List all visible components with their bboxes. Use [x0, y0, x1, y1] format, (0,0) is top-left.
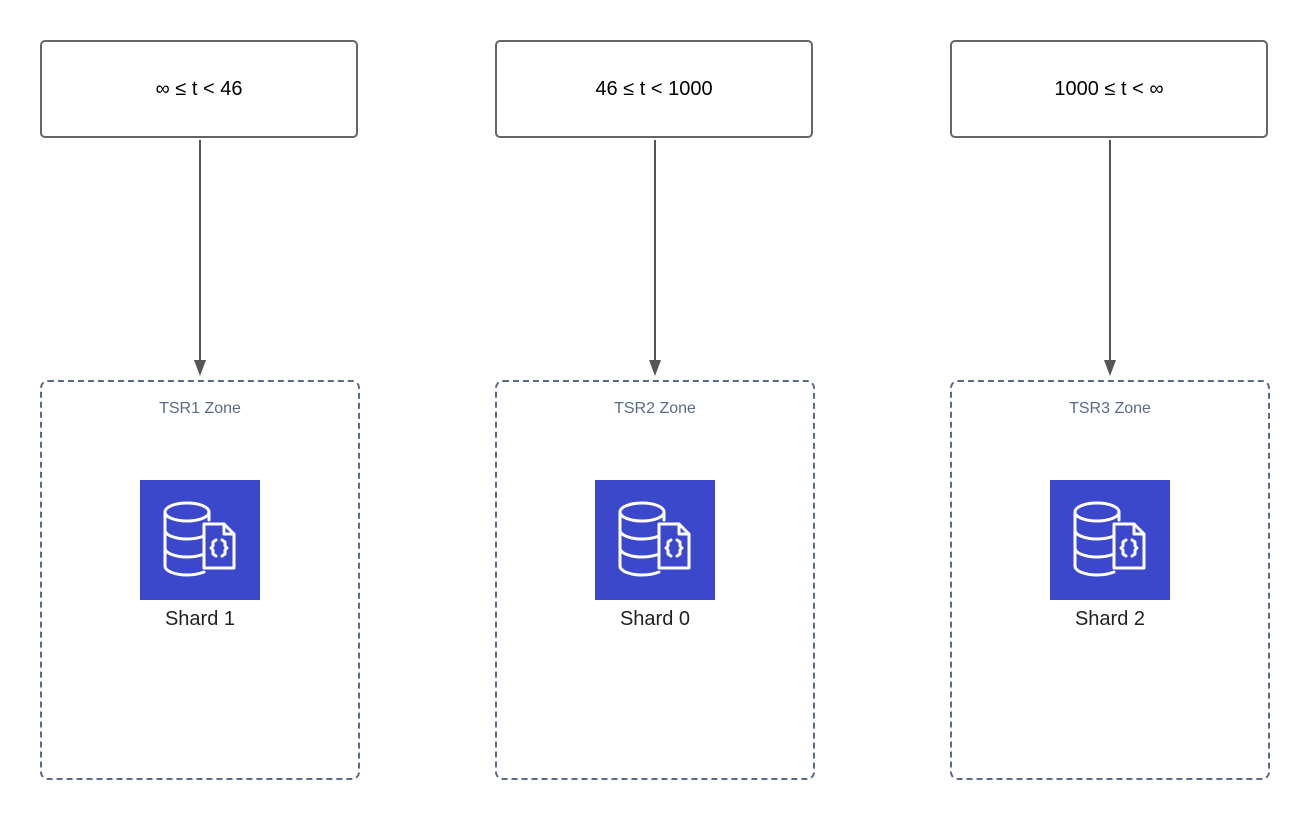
range-box-1[interactable]: ∞ ≤ t < 46: [40, 40, 358, 138]
shard-1-tile[interactable]: [140, 480, 260, 600]
shard-label-1: Shard 1: [164, 608, 236, 630]
zone-tsr1[interactable]: TSR1 Zone Shard 1: [40, 380, 360, 780]
database-document-icon: [163, 501, 236, 577]
range-label-2: 46 ≤ t < 1000: [595, 77, 713, 100]
shard-label-0: Shard 0: [619, 608, 691, 630]
database-document-icon: [618, 501, 691, 577]
shard-label-2: Shard 2: [1074, 608, 1146, 630]
zone-label-1: TSR1 Zone: [159, 400, 241, 417]
range-label-1: ∞ ≤ t < 46: [155, 77, 243, 100]
zone-label-2: TSR2 Zone: [614, 400, 696, 417]
shard-0-tile[interactable]: [595, 480, 715, 600]
arrowhead-3: [1104, 360, 1116, 376]
arrowhead-1: [194, 360, 206, 376]
shard-2-tile[interactable]: [1050, 480, 1170, 600]
range-box-2[interactable]: 46 ≤ t < 1000: [495, 40, 813, 138]
zone-label-3: TSR3 Zone: [1069, 400, 1151, 417]
range-box-3[interactable]: 1000 ≤ t < ∞: [950, 40, 1268, 138]
database-document-icon: [1073, 501, 1146, 577]
arrowhead-2: [649, 360, 661, 376]
zone-tsr3[interactable]: TSR3 Zone Shard 2: [950, 380, 1270, 780]
zone-tsr2[interactable]: TSR2 Zone Shard 0: [495, 380, 815, 780]
range-label-3: 1000 ≤ t < ∞: [1054, 77, 1164, 100]
